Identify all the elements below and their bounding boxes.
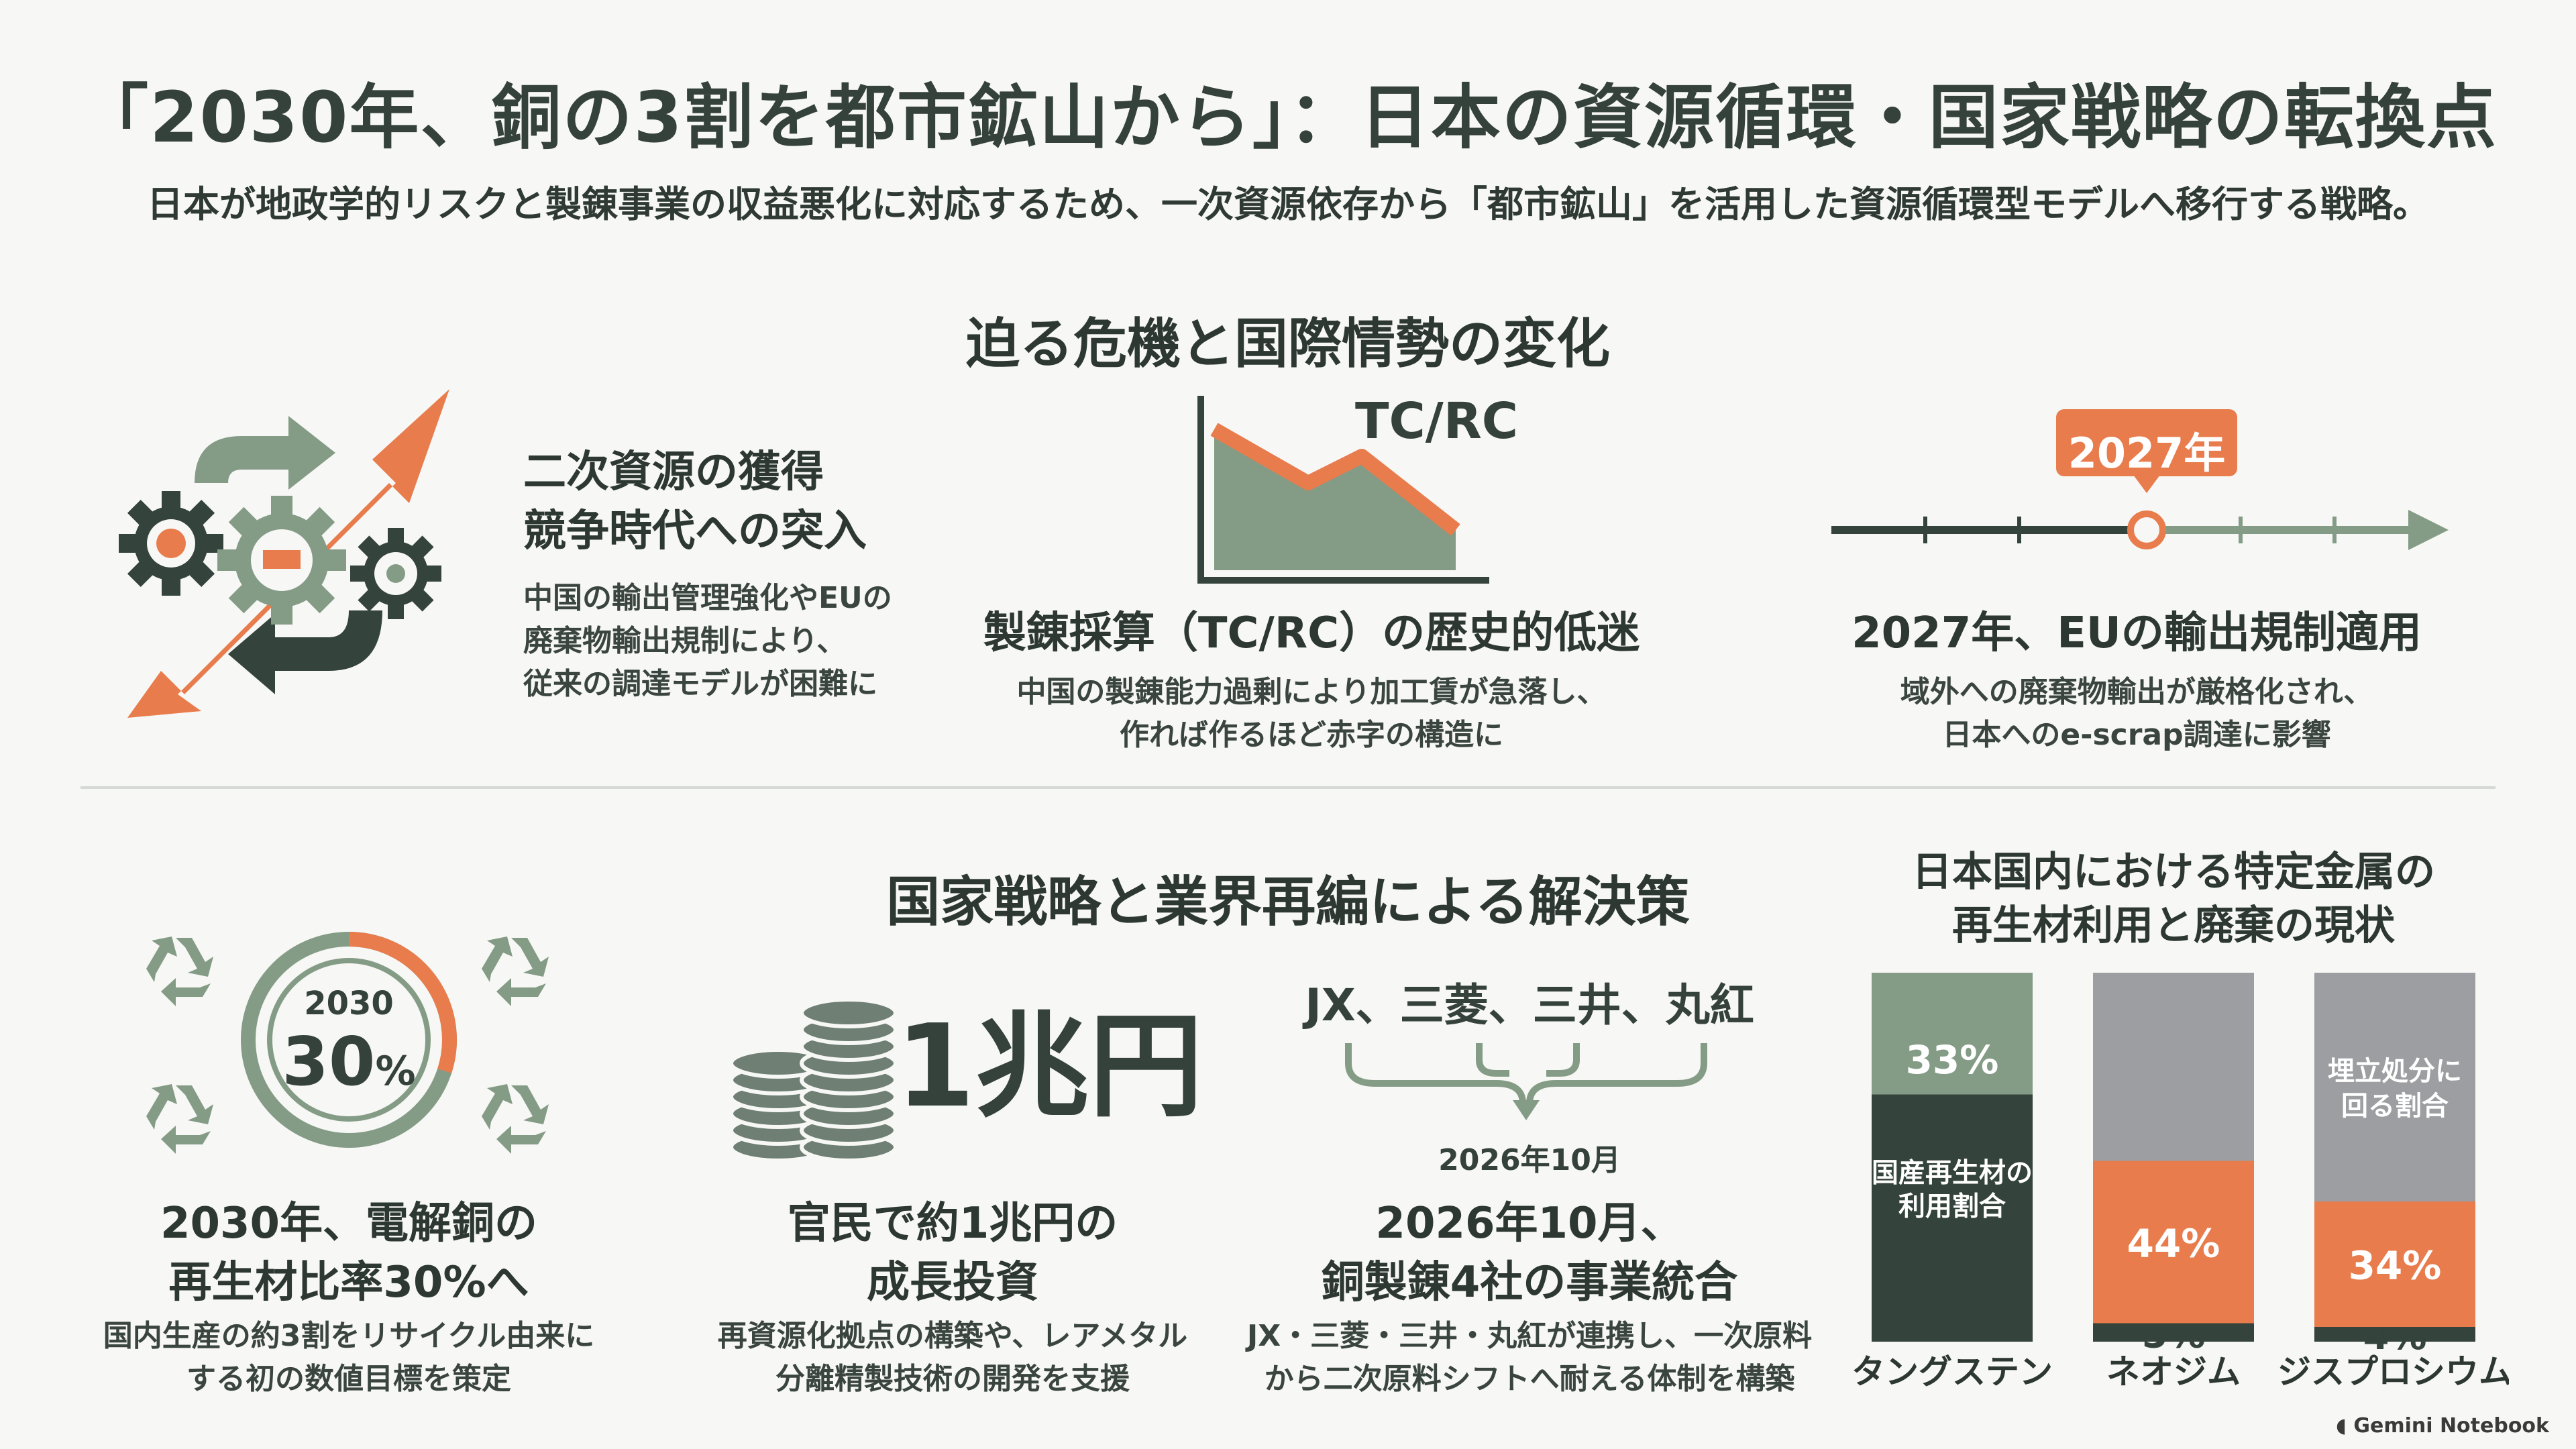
series-2-name-line2: 回る割合	[2341, 1091, 2449, 1122]
recycle-icon-1	[146, 936, 213, 1006]
bar-2-series-1-label: 34%	[2349, 1243, 2442, 1289]
merger-date: 2026年10月	[1438, 1143, 1621, 1177]
solution-2-title-line1: 官民で約1兆円の	[787, 1199, 1118, 1248]
coin-stacks-icon	[724, 993, 899, 1167]
solution-2-title-line2: 成長投資	[867, 1258, 1038, 1307]
brand-label: ◖ Gemini Notebook	[2336, 1414, 2549, 1438]
bar-1-series-0	[2093, 1323, 2254, 1342]
category-label-0: タングステン	[1851, 1352, 2053, 1391]
series-0-name-line2: 利用割合	[1898, 1191, 2006, 1222]
crisis-2-title: 製錬採算（TC/RC）の歴史的低迷	[983, 608, 1640, 658]
ring-value: 30	[282, 1022, 376, 1101]
bar-0-series-1-label: 33%	[1906, 1037, 1999, 1083]
recycle-icon-3	[146, 1084, 213, 1154]
solution-2-desc-line2: 分離精製技術の開発を支援	[775, 1362, 1130, 1396]
crisis-3-title: 2027年、EUの輸出規制適用	[1851, 608, 2422, 658]
crisis-2-desc-line2: 作れば作るほど赤字の構造に	[1120, 718, 1503, 752]
companies-label: JX、三菱、三井、丸紅	[1305, 979, 1754, 1031]
timeline-icon	[1825, 402, 2455, 564]
solution-2-desc-line1: 再資源化拠点の構築や、レアメタル	[717, 1319, 1188, 1353]
recycle-icon-4	[482, 1084, 549, 1154]
brand-text: Gemini Notebook	[2353, 1414, 2549, 1438]
series-2-name-line1: 埋立処分に	[2328, 1056, 2462, 1087]
merge-brace-icon	[1335, 1036, 1724, 1124]
crisis-2-desc-line1: 中国の製錬能力過剰により加工賃が急落し、	[1016, 675, 1607, 709]
chart-title-line2: 再生材利用と廃棄の現状	[1952, 902, 2395, 949]
solution-3-title-line1: 2026年10月、	[1375, 1199, 1684, 1248]
ring-year: 2030	[304, 985, 394, 1022]
solutions-heading: 国家戦略と業界再編による解決策	[886, 871, 1690, 933]
category-label-1: ネオジム	[2106, 1352, 2241, 1391]
recycle-icon-2	[482, 936, 549, 1006]
category-label-2: ジスプロシウム	[2277, 1352, 2509, 1391]
bar-2-series-1	[2314, 1201, 2475, 1327]
crisis-1-title-line2: 競争時代への突入	[523, 506, 867, 556]
crisis-1-desc-line2: 廃棄物輸出規制により、	[523, 624, 847, 658]
page-subtitle: 日本が地政学的リスクと製錬事業の収益悪化に対応するため、一次資源依存から「都市鉱…	[147, 183, 2429, 225]
ring-value-wrap: 30%	[241, 1022, 456, 1101]
tcrc-label: TC/RC	[1355, 392, 1519, 450]
investment-amount: 1兆円	[896, 1000, 1203, 1133]
bar-0-series-0	[1872, 1094, 2033, 1342]
bar-2-series-2	[2314, 973, 2475, 1201]
solution-1-desc-line1: 国内生産の約3割をリサイクル由来に	[103, 1319, 595, 1353]
timeline-badge: 2027年	[2068, 429, 2226, 478]
crisis-heading: 迫る危機と国際情勢の変化	[966, 313, 1610, 375]
solution-1-desc-line2: する初の数値目標を策定	[186, 1362, 511, 1396]
recycling-ring-graphic	[134, 919, 564, 1161]
bar-1-series-1	[2093, 1161, 2254, 1324]
crisis-1-desc-line3: 従来の調達モデルが困難に	[523, 667, 877, 701]
gears-arrows-icon	[114, 389, 463, 724]
crisis-3-desc-line2: 日本へのe-scrap調達に影響	[1942, 718, 2331, 752]
crisis-1-desc-line1: 中国の輸出管理強化やEUの	[523, 581, 892, 615]
solution-3-title-line2: 銅製錬4社の事業統合	[1321, 1258, 1738, 1307]
crisis-1-title-line1: 二次資源の獲得	[523, 447, 824, 497]
solution-3-desc-line1: JX・三菱・三井・丸紅が連携し、一次原料	[1246, 1319, 1813, 1353]
solution-3-desc-line2: から二次原料シフトへ耐える体制を構築	[1264, 1362, 1795, 1396]
section-divider	[80, 786, 2496, 789]
solution-1-title-line2: 再生材比率30%へ	[168, 1258, 529, 1307]
ring-progress-arc	[348, 932, 457, 1073]
declining-chart-icon	[1187, 389, 1496, 590]
chart-title-line1: 日本国内における特定金属の	[1912, 849, 2435, 896]
solution-1-title-line1: 2030年、電解銅の	[160, 1199, 538, 1248]
bar-1-series-2	[2093, 973, 2254, 1161]
bar-0-series-1	[1872, 973, 2033, 1095]
series-0-name-line1: 国産再生材の	[1872, 1158, 2033, 1189]
bar-1-series-1-label: 44%	[2127, 1221, 2220, 1267]
page-title: 「2030年、銅の3割を都市鉱山から」：日本の資源循環・国家戦略の転換点	[78, 76, 2498, 158]
ring-unit: %	[375, 1048, 416, 1095]
crisis-3-desc-line1: 域外への廃棄物輸出が厳格化され、	[1900, 675, 2373, 709]
bar-2-series-0	[2314, 1327, 2475, 1342]
